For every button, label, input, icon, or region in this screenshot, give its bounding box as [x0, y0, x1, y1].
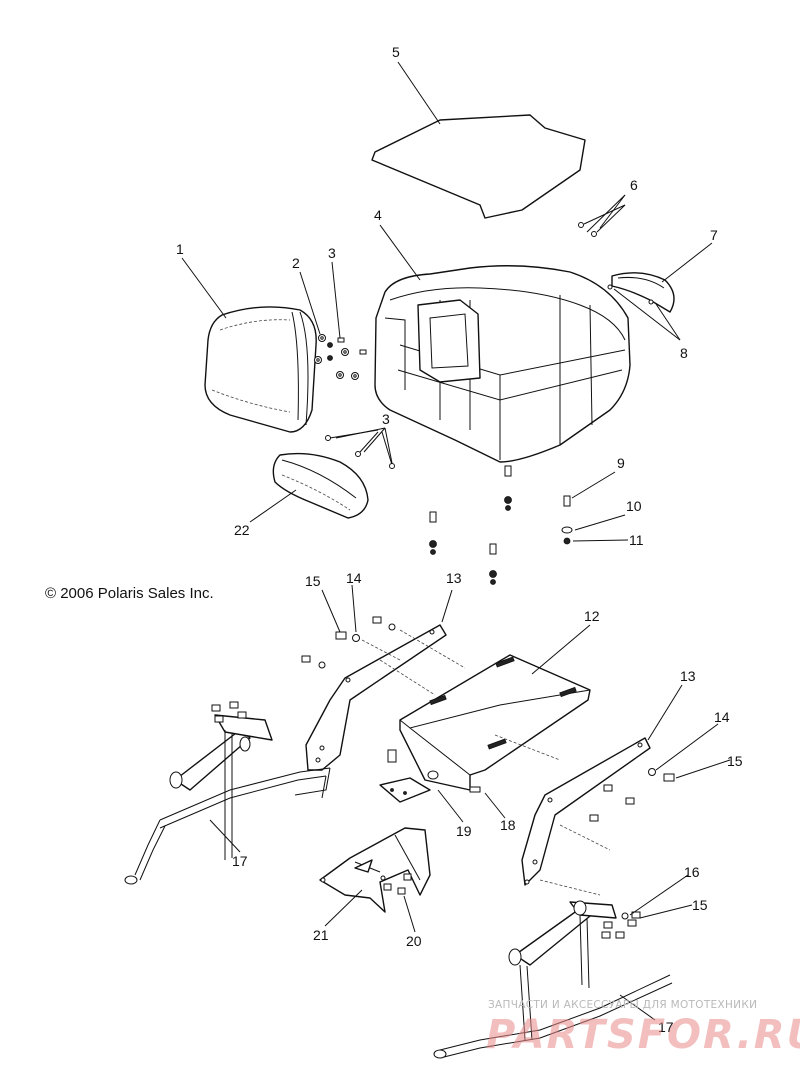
callout-5: 5 [392, 44, 400, 60]
part-19-bracket [379, 749, 481, 803]
callout-3-upper: 3 [328, 245, 336, 261]
watermark: ЗАПЧАСТИ И АКСЕССУАРЫ ДЛЯ МОТОТЕХНИКИ PA… [486, 999, 800, 1058]
part-9-11-hardware [429, 465, 573, 585]
watermark-tagline: ЗАПЧАСТИ И АКСЕССУАРЫ ДЛЯ МОТОТЕХНИКИ [488, 999, 757, 1011]
watermark-logo: PARTSFOR.RU [486, 1012, 800, 1058]
part-13-right-bracket [494, 734, 651, 896]
part-13-left-bracket [305, 624, 466, 771]
callout-11: 11 [629, 532, 644, 548]
callout-13-right: 13 [680, 668, 696, 684]
callout-8: 8 [680, 345, 688, 361]
callout-21: 21 [313, 927, 329, 943]
callout-2: 2 [292, 255, 300, 271]
part-14-15-left-hardware [301, 616, 401, 669]
callout-3-lower: 3 [382, 411, 390, 427]
callout-labels: 5 6 4 1 2 3 7 8 3 9 10 11 22 © 2006 Pola… [45, 44, 743, 1035]
callout-1: 1 [176, 241, 184, 257]
callout-15-right: 15 [727, 753, 743, 769]
callout-13-left: 13 [446, 570, 462, 586]
callout-16: 16 [684, 864, 700, 880]
callout-18: 18 [500, 817, 516, 833]
callout-15-left: 15 [305, 573, 321, 589]
callout-14-right: 14 [714, 709, 730, 725]
part-1-backrest [204, 306, 317, 433]
callout-10: 10 [626, 498, 642, 514]
part-22-lower-pad [272, 452, 369, 519]
part-17-right-rail [433, 900, 673, 1059]
callout-19: 19 [456, 823, 472, 839]
callout-17-right: 17 [658, 1019, 674, 1035]
callout-4: 4 [374, 207, 382, 223]
part-12-mount-plate [399, 654, 591, 791]
callout-9: 9 [617, 455, 625, 471]
part-4-top-case [374, 265, 631, 463]
part-21-lower-bracket [319, 827, 431, 913]
part-2-3-backrest-hardware [314, 334, 395, 469]
part-14-15-right-hardware [589, 768, 675, 822]
callout-14-left: 14 [346, 570, 362, 586]
part-8-nuts [607, 284, 654, 305]
callout-12: 12 [584, 608, 600, 624]
copyright-notice: © 2006 Polaris Sales Inc. [45, 585, 214, 602]
callout-7: 7 [710, 227, 718, 243]
part-5-liner-pad [371, 114, 586, 219]
part-6-screws [578, 204, 626, 237]
callout-20: 20 [406, 933, 422, 949]
leader-lines [181, 61, 731, 1021]
part-17-left-rail [124, 701, 331, 885]
part-20-bolts [383, 873, 412, 895]
part-7-reflector [611, 272, 675, 313]
callout-17-left: 17 [232, 853, 248, 869]
callout-15-lower: 15 [692, 897, 708, 913]
callout-22: 22 [234, 522, 250, 538]
callout-6: 6 [630, 177, 638, 193]
